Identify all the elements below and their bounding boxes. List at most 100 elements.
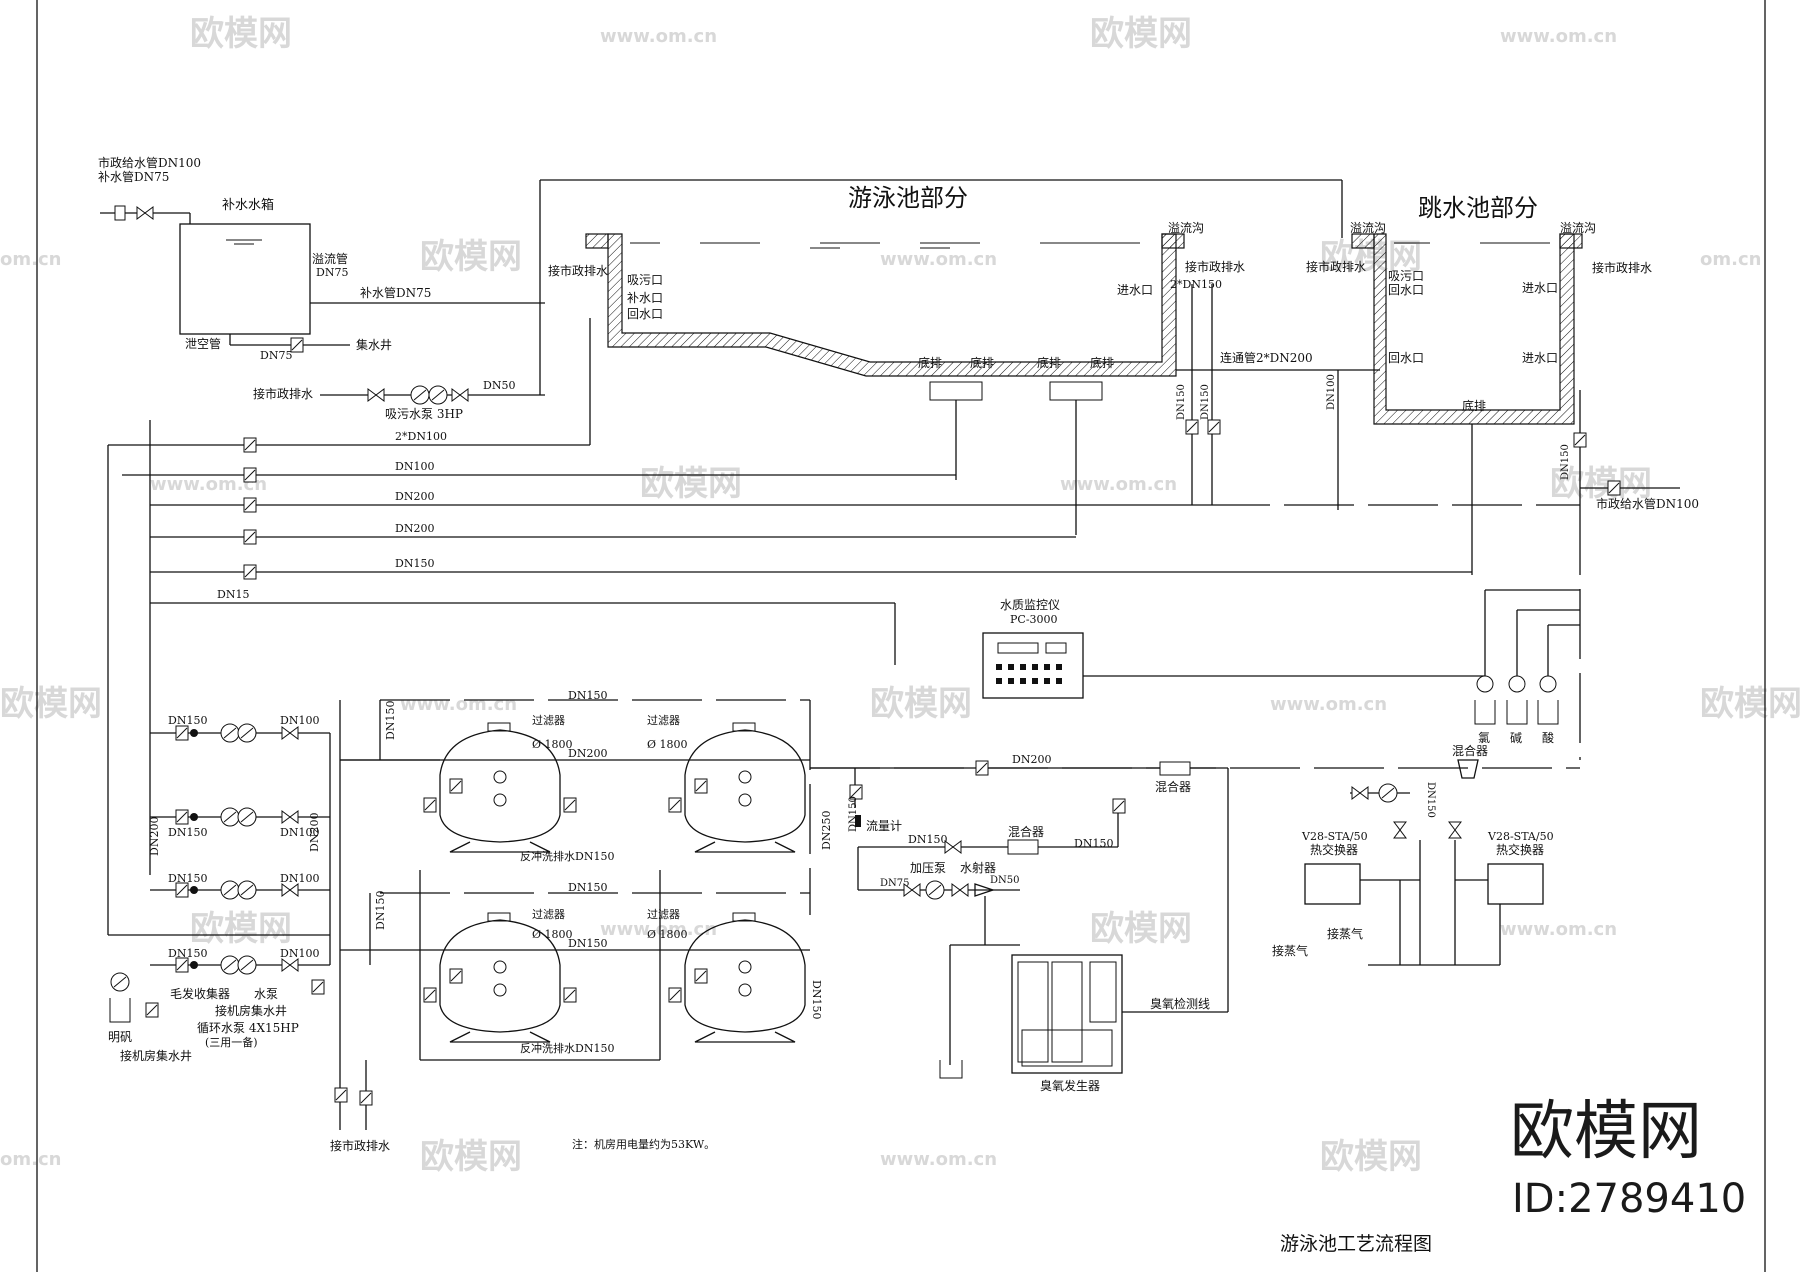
- drain-valve-icon: [290, 337, 304, 353]
- pump-icon: [220, 807, 240, 827]
- to-sump2-label: 接机房集水井: [120, 1048, 192, 1063]
- valve-icon: [145, 1002, 159, 1018]
- header-dn100-label: DN100: [395, 460, 434, 473]
- hx-dn150-label: DN150: [1425, 782, 1436, 818]
- filter-dn150-right: DN150: [810, 980, 823, 1019]
- valve-icon: [281, 958, 299, 972]
- pool-overflow-gutter-right: [1161, 233, 1185, 249]
- pump-icon: [237, 955, 257, 975]
- riser-dn150-label: DN150: [1200, 384, 1211, 420]
- valve-icon: [281, 726, 299, 740]
- mixer-label-right: 混合器: [1452, 743, 1488, 758]
- suction-pump-label: 吸污水泵 3HP: [385, 407, 463, 421]
- header-dn15-label: DN15: [217, 588, 249, 601]
- watermark-logo: 欧模网: [870, 684, 972, 724]
- valve-icon: [243, 564, 257, 580]
- valve-icon: [175, 957, 189, 973]
- watermark-url: www.om.cn: [880, 1149, 997, 1170]
- watermark-logo: 欧模网: [1550, 464, 1652, 504]
- heat-exchanger-2: [1487, 863, 1544, 905]
- ozone-drain-icon: [939, 1060, 963, 1079]
- pump-row-2: DN150 DN100: [168, 807, 319, 839]
- valve-icon: [1573, 432, 1587, 448]
- filter-dn150-label: DN150: [374, 891, 387, 930]
- hx1-model: V28-STA/50: [1301, 830, 1368, 843]
- pump-row-3: DN150 DN100: [168, 872, 319, 900]
- pump-icon: [220, 955, 240, 975]
- pump-dn200-label-2: DN200: [148, 817, 161, 856]
- pump-icon: [220, 880, 240, 900]
- valve-icon: [944, 840, 962, 854]
- valve-icon: [136, 206, 154, 220]
- brand-id: ID:2789410: [1512, 1176, 1746, 1222]
- ejector-label: 水射器: [960, 860, 996, 875]
- ozone-generator: [1011, 954, 1123, 1074]
- chlorine-label: 氯: [1478, 731, 1490, 745]
- valve-icon: [563, 797, 577, 813]
- valve-icon: [694, 778, 708, 794]
- valve-icon: [563, 987, 577, 1003]
- alum-label: 明矾: [108, 1030, 132, 1044]
- makeup-tank-label: 补水水箱: [222, 197, 274, 213]
- monitor-box: [982, 632, 1084, 699]
- valve-icon: [281, 883, 299, 897]
- circ-pump-label: 循环水泵 4X15HP: [197, 1021, 299, 1035]
- makeup-tank-group: 市政给水管DN100 补水管DN75 补水水箱 溢流管 DN75 补水管DN75…: [98, 155, 545, 421]
- dosing-pump-icon: [1476, 675, 1494, 693]
- balance-pipe-label: 连通管2*DN200: [1220, 350, 1313, 365]
- valve-icon: [1351, 786, 1369, 800]
- pump-icon: [237, 807, 257, 827]
- ozone-dn75-label: DN75: [880, 878, 910, 889]
- diagram-title: 游泳池工艺流程图: [1280, 1233, 1432, 1255]
- brand-block: 欧模网 ID:2789410: [1510, 1095, 1746, 1222]
- valve-icon: [175, 809, 189, 825]
- suction-dn-label: DN50: [483, 379, 515, 392]
- dive-overflow-gutter-right: [1559, 233, 1583, 249]
- watermark-logo: 欧模网: [1090, 14, 1192, 54]
- pool-2dn150-label: 2*DN150: [1170, 278, 1222, 291]
- heat-exchanger-1: [1304, 863, 1361, 905]
- acid-label: 酸: [1542, 730, 1554, 745]
- valve-icon: [951, 883, 969, 897]
- overflow-pipe-label: 溢流管: [312, 251, 348, 266]
- valve-icon: [243, 497, 257, 513]
- sewer-label: 接市政排水: [253, 386, 313, 401]
- pool-right-sewer-label: 接市政排水: [1185, 259, 1245, 274]
- watermark-url: om.cn: [0, 1149, 61, 1170]
- mixer-icon: [1457, 759, 1479, 779]
- pump-dn100-label: DN100: [280, 826, 319, 839]
- city-supply-label: 市政给水管DN100: [98, 155, 201, 170]
- booster-pump-icon: [925, 880, 945, 900]
- diving-pool-group: 溢流沟 溢流沟 接市政排水 接市政排水 吸污口 回水口 回水口 进水口 进水口 …: [1200, 221, 1699, 760]
- chlorine-tank-icon: [1474, 700, 1496, 725]
- brand-logo-text: 欧模网: [1510, 1095, 1702, 1169]
- watermark-url: www.om.cn: [1270, 694, 1387, 715]
- watermark-logo: 欧模网: [420, 237, 522, 277]
- dive-left-sewer-label: 接市政排水: [1306, 259, 1366, 274]
- pump-dn150-label: DN150: [168, 872, 207, 885]
- backwash-label-1: 反冲洗排水DN150: [520, 849, 614, 863]
- watermark-url: www.om.cn: [1060, 474, 1177, 495]
- ejector-dn50-label: DN50: [990, 875, 1020, 886]
- pump-dn150-label: DN150: [168, 947, 207, 960]
- dive-suction-label: 吸污口: [1388, 269, 1424, 283]
- mixer-icon: [1159, 761, 1191, 776]
- swimming-pool-group: 接市政排水 吸污口 补水口 回水口 溢流沟 进水口 2*DN150 接市政排水 …: [539, 179, 1380, 535]
- watermark-url: www.om.cn: [600, 26, 717, 47]
- valve-icon: [359, 1090, 373, 1106]
- filter-name: 过滤器: [647, 714, 680, 727]
- alkali-tank-icon: [1506, 700, 1528, 725]
- riser-dn150-label: DN150: [1176, 384, 1187, 420]
- filter-size: Ø 1800: [647, 738, 688, 751]
- dive-supply-label: 市政给水管DN100: [1596, 496, 1699, 511]
- water-quality-monitor: 水质监控仪 PC-3000: [982, 589, 1580, 699]
- pool-section-title: 游泳池部分: [848, 184, 968, 212]
- valve-icon: [175, 882, 189, 898]
- pool-overflow-gutter-left: [585, 233, 609, 249]
- watermark-logo: 欧模网: [0, 684, 102, 724]
- filter-top-dn150: DN150: [568, 689, 607, 702]
- dive-overflow-gutter-left: [1351, 233, 1375, 249]
- return-port-label: 回水口: [627, 307, 663, 321]
- dosing-pump-icon: [1508, 675, 1526, 693]
